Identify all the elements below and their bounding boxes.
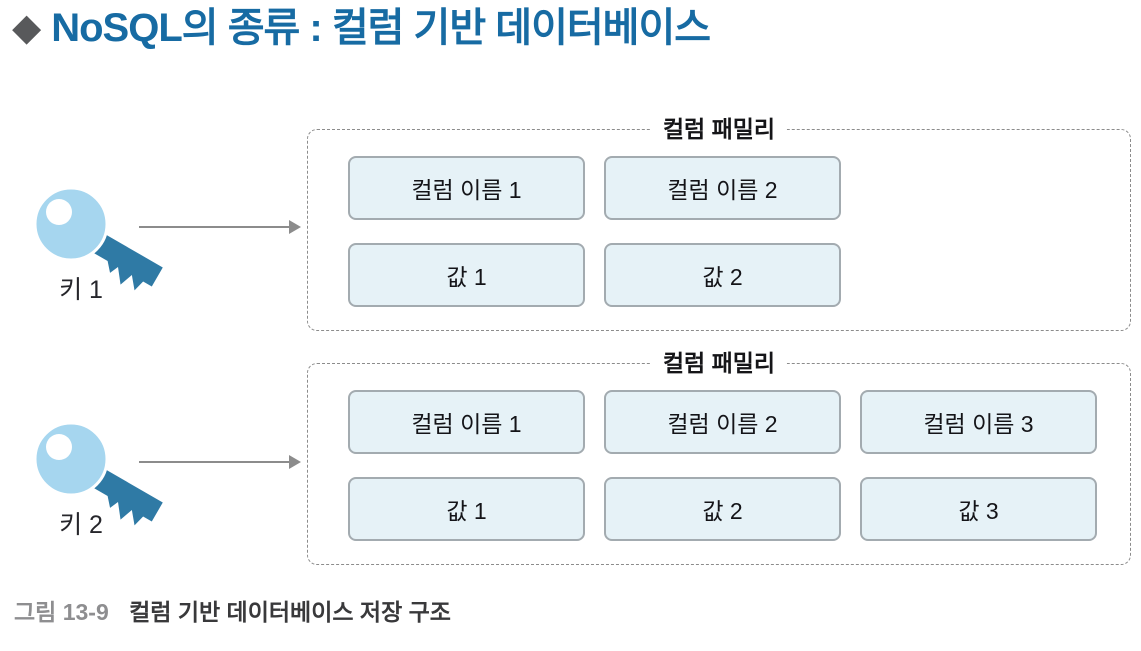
- page-title: NoSQL의 종류 : 컬럼 기반 데이터베이스: [51, 6, 711, 50]
- key-icon: [33, 186, 163, 291]
- slide-title: ◆ NoSQL의 종류 : 컬럼 기반 데이터베이스: [12, 4, 711, 52]
- figure-title: 컬럼 기반 데이터베이스 저장 구조: [129, 599, 451, 625]
- figure-number: 그림 13-9: [14, 599, 109, 625]
- column-name-cell: 컬럼 이름 2: [604, 156, 841, 220]
- column-name-cell: 컬럼 이름 1: [348, 390, 585, 454]
- key-1-group: 키 1: [28, 182, 198, 312]
- value-cell: 값 2: [604, 243, 841, 307]
- key-2-group: 키 2: [28, 417, 198, 547]
- key-2-label: 키 2: [59, 511, 103, 539]
- value-cell: 값 2: [604, 477, 841, 541]
- column-family-2-label: 컬럼 패밀리: [650, 349, 788, 377]
- key-icon: [33, 421, 163, 526]
- figure-caption: 그림 13-9 컬럼 기반 데이터베이스 저장 구조: [14, 593, 451, 627]
- column-family-1: 컬럼 패밀리 컬럼 이름 1 컬럼 이름 2 값 1 값 2: [307, 115, 1131, 331]
- column-family-2: 컬럼 패밀리 컬럼 이름 1 컬럼 이름 2 컬럼 이름 3 값 1 값 2 값…: [307, 349, 1131, 565]
- value-cell: 값 1: [348, 477, 585, 541]
- value-row: 값 1 값 2 값 3: [348, 477, 1097, 541]
- key-1-label: 키 1: [59, 276, 103, 304]
- arrow-right-icon: [139, 455, 301, 469]
- value-cell: 값 3: [860, 477, 1097, 541]
- arrowhead-icon: [289, 220, 301, 234]
- diamond-bullet-icon: ◆: [12, 7, 42, 49]
- column-name-cell: 컬럼 이름 2: [604, 390, 841, 454]
- column-name-cell: 컬럼 이름 1: [348, 156, 585, 220]
- arrowhead-icon: [289, 455, 301, 469]
- value-row: 값 1 값 2: [348, 243, 841, 307]
- column-name-row: 컬럼 이름 1 컬럼 이름 2 컬럼 이름 3: [348, 390, 1097, 454]
- column-name-row: 컬럼 이름 1 컬럼 이름 2: [348, 156, 841, 220]
- arrow-right-icon: [139, 220, 301, 234]
- column-name-cell: 컬럼 이름 3: [860, 390, 1097, 454]
- value-cell: 값 1: [348, 243, 585, 307]
- column-family-1-label: 컬럼 패밀리: [650, 115, 788, 143]
